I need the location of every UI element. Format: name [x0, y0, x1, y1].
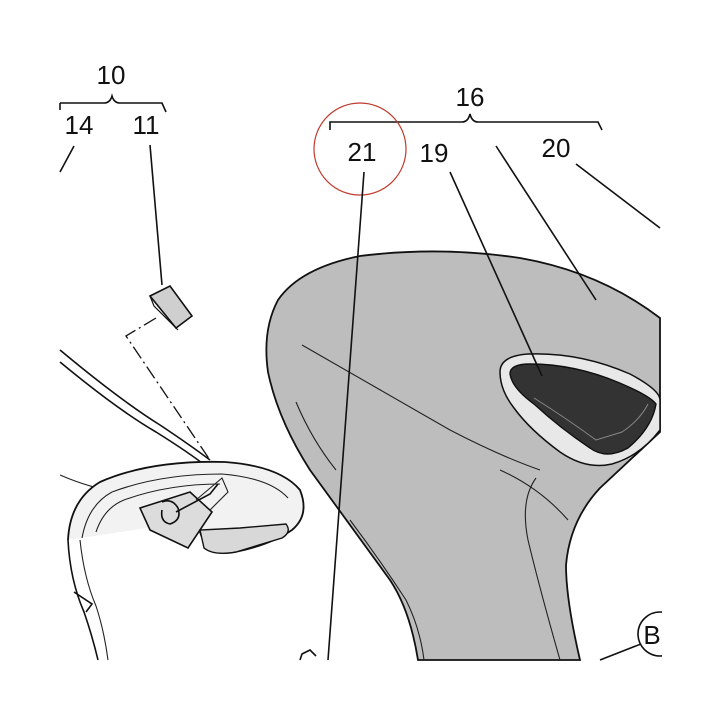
leader-19 — [449, 171, 543, 377]
fastener-mark — [299, 649, 317, 661]
left-housing — [59, 349, 305, 661]
callout-19: 19 — [420, 138, 449, 168]
leader-20-b — [575, 163, 661, 229]
leader-11 — [149, 144, 163, 286]
view-marker-label: B — [643, 620, 660, 650]
leader-14 — [59, 145, 75, 173]
highlight-circle — [313, 102, 407, 196]
callout-11: 11 — [133, 110, 160, 140]
callout-16: 16 — [456, 82, 485, 112]
group-16-bracket — [329, 113, 603, 131]
leader-20-a — [495, 145, 597, 301]
assembly-centerline — [125, 317, 215, 467]
leader-21 — [327, 171, 365, 661]
cover-part-16 — [265, 250, 661, 661]
callout-20: 20 — [542, 133, 571, 163]
callout-21: 21 — [348, 137, 377, 167]
insert-part-19 — [499, 353, 661, 467]
group-10-bracket — [59, 93, 167, 113]
callout-14: 14 — [65, 110, 94, 140]
pad-part-11 — [148, 284, 194, 331]
callout-10: 10 — [97, 60, 126, 90]
